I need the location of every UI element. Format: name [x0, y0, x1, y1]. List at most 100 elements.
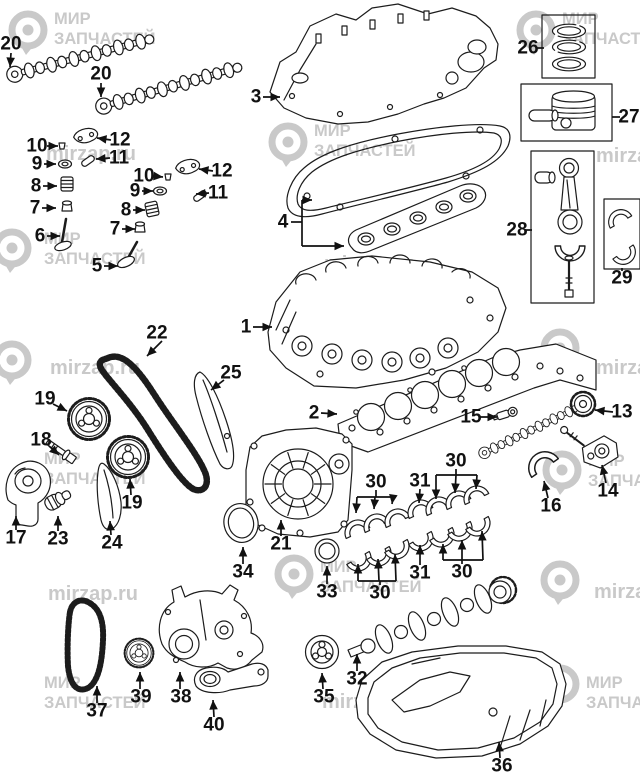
part-label-1: 1 — [241, 317, 272, 338]
part-label-26: 26 — [517, 38, 544, 59]
part-number: 39 — [130, 687, 151, 708]
part-label-2: 2 — [309, 403, 338, 424]
part-valve-seal-b — [134, 221, 146, 233]
part-number: 8 — [31, 176, 42, 197]
part-crankshaft — [347, 575, 518, 658]
part-number: 31 — [409, 471, 431, 492]
part-small-seal — [314, 538, 340, 564]
part-label-35: 35 — [313, 672, 335, 708]
part-chain-guide-fixed — [193, 371, 235, 470]
part-number: 12 — [109, 130, 130, 151]
part-number: 9 — [32, 154, 43, 175]
part-intake-valve — [54, 217, 72, 252]
part-timing-chain — [96, 353, 210, 494]
part-label-5: 5 — [92, 256, 118, 277]
part-label-30: 30 — [353, 553, 400, 604]
part-crank-pulley — [304, 634, 340, 670]
part-label-15: 15 — [460, 407, 497, 428]
part-label-3: 3 — [251, 87, 280, 108]
part-label-29: 29 — [611, 268, 632, 289]
part-label-16: 16 — [540, 480, 562, 517]
part-oil-pump-sprocket — [123, 637, 155, 669]
watermark-brand-text: МИР — [586, 674, 623, 692]
part-label-25: 25 — [210, 363, 242, 391]
part-lash-adjuster-a — [81, 155, 95, 167]
part-label-4: 4 — [278, 195, 344, 251]
part-number: 17 — [5, 528, 26, 549]
part-chain-guide-pivot — [96, 462, 122, 531]
part-number: 18 — [30, 430, 51, 451]
part-oil-pickup — [193, 662, 269, 694]
part-piston-rings-box — [541, 14, 596, 79]
part-label-19: 19 — [121, 478, 143, 514]
part-label-28: 28 — [506, 220, 532, 241]
part-number: 21 — [270, 534, 292, 555]
part-label-10: 10 — [26, 136, 58, 157]
part-number: 20 — [90, 64, 111, 85]
part-number: 36 — [491, 756, 512, 774]
watermark-url-text: mirzap.ru — [48, 583, 138, 605]
part-number: 30 — [365, 472, 386, 493]
part-number: 38 — [170, 687, 191, 708]
part-number: 10 — [133, 166, 154, 187]
part-label-32: 32 — [346, 654, 368, 690]
part-oil-pump-chain — [64, 597, 107, 693]
watermark-brand-text: ЗАПЧАСТЕЙ — [44, 693, 145, 712]
watermark-brand-text: ЗАПЧАСТЕЙ — [588, 471, 640, 490]
part-label-37: 37 — [86, 686, 108, 722]
part-label-36: 36 — [491, 741, 513, 774]
part-number: 25 — [220, 363, 242, 384]
part-spring-retainer-a — [57, 159, 73, 169]
part-cam-sensor — [492, 406, 518, 421]
part-label-18: 18 — [30, 430, 60, 456]
part-label-19: 19 — [34, 389, 68, 412]
part-number: 30 — [369, 583, 390, 604]
part-number: 6 — [35, 226, 46, 247]
part-rocker-arm-a — [73, 127, 99, 144]
part-label-11: 11 — [95, 148, 130, 169]
part-label-13: 13 — [594, 402, 633, 423]
part-label-8: 8 — [31, 176, 57, 197]
part-label-30: 30 — [438, 530, 487, 583]
part-cam-actuator — [560, 425, 619, 469]
part-front-crank-seal — [223, 503, 259, 543]
part-number: 20 — [0, 34, 21, 55]
part-number: 35 — [313, 687, 335, 708]
part-number: 4 — [278, 212, 289, 233]
part-number: 7 — [30, 198, 41, 219]
part-label-17: 17 — [5, 516, 27, 549]
part-number: 2 — [309, 403, 320, 424]
part-exhaust-valve — [117, 240, 139, 269]
part-label-27: 27 — [612, 107, 640, 128]
part-label-10: 10 — [133, 166, 164, 187]
watermark-layer: МИРЗАПЧАСТЕЙМИРЗАПЧАСТЕЙmirzap.ruМИРЗАПЧ… — [0, 10, 640, 713]
part-label-8: 8 — [121, 200, 145, 221]
part-number: 40 — [203, 715, 224, 736]
part-label-34: 34 — [232, 547, 254, 583]
part-chain-tensioner — [5, 460, 52, 527]
part-label-20: 20 — [0, 34, 22, 68]
part-spring-retainer-b — [152, 186, 168, 196]
part-label-7: 7 — [110, 219, 135, 240]
part-oil-pan — [355, 645, 567, 759]
part-number: 19 — [34, 389, 55, 410]
watermark-url-text: mirzap.ru — [50, 357, 140, 379]
part-number: 11 — [109, 148, 130, 169]
part-number: 31 — [409, 563, 431, 584]
part-label-24: 24 — [101, 520, 123, 554]
part-label-11: 11 — [195, 183, 228, 204]
watermark-brand-text: ЗАПЧАСТЕЙ — [586, 693, 640, 712]
part-label-40: 40 — [203, 699, 225, 736]
part-label-6: 6 — [35, 226, 60, 247]
part-label-31: 31 — [409, 471, 431, 504]
part-number: 30 — [445, 451, 466, 472]
part-number: 32 — [346, 669, 367, 690]
part-number: 5 — [92, 256, 103, 277]
part-label-33: 33 — [316, 566, 338, 603]
watermark-brand-text: ЗАПЧАСТЕЙ — [320, 577, 421, 596]
part-front-cover — [245, 427, 353, 538]
part-number: 26 — [517, 38, 538, 59]
part-label-9: 9 — [130, 181, 153, 202]
